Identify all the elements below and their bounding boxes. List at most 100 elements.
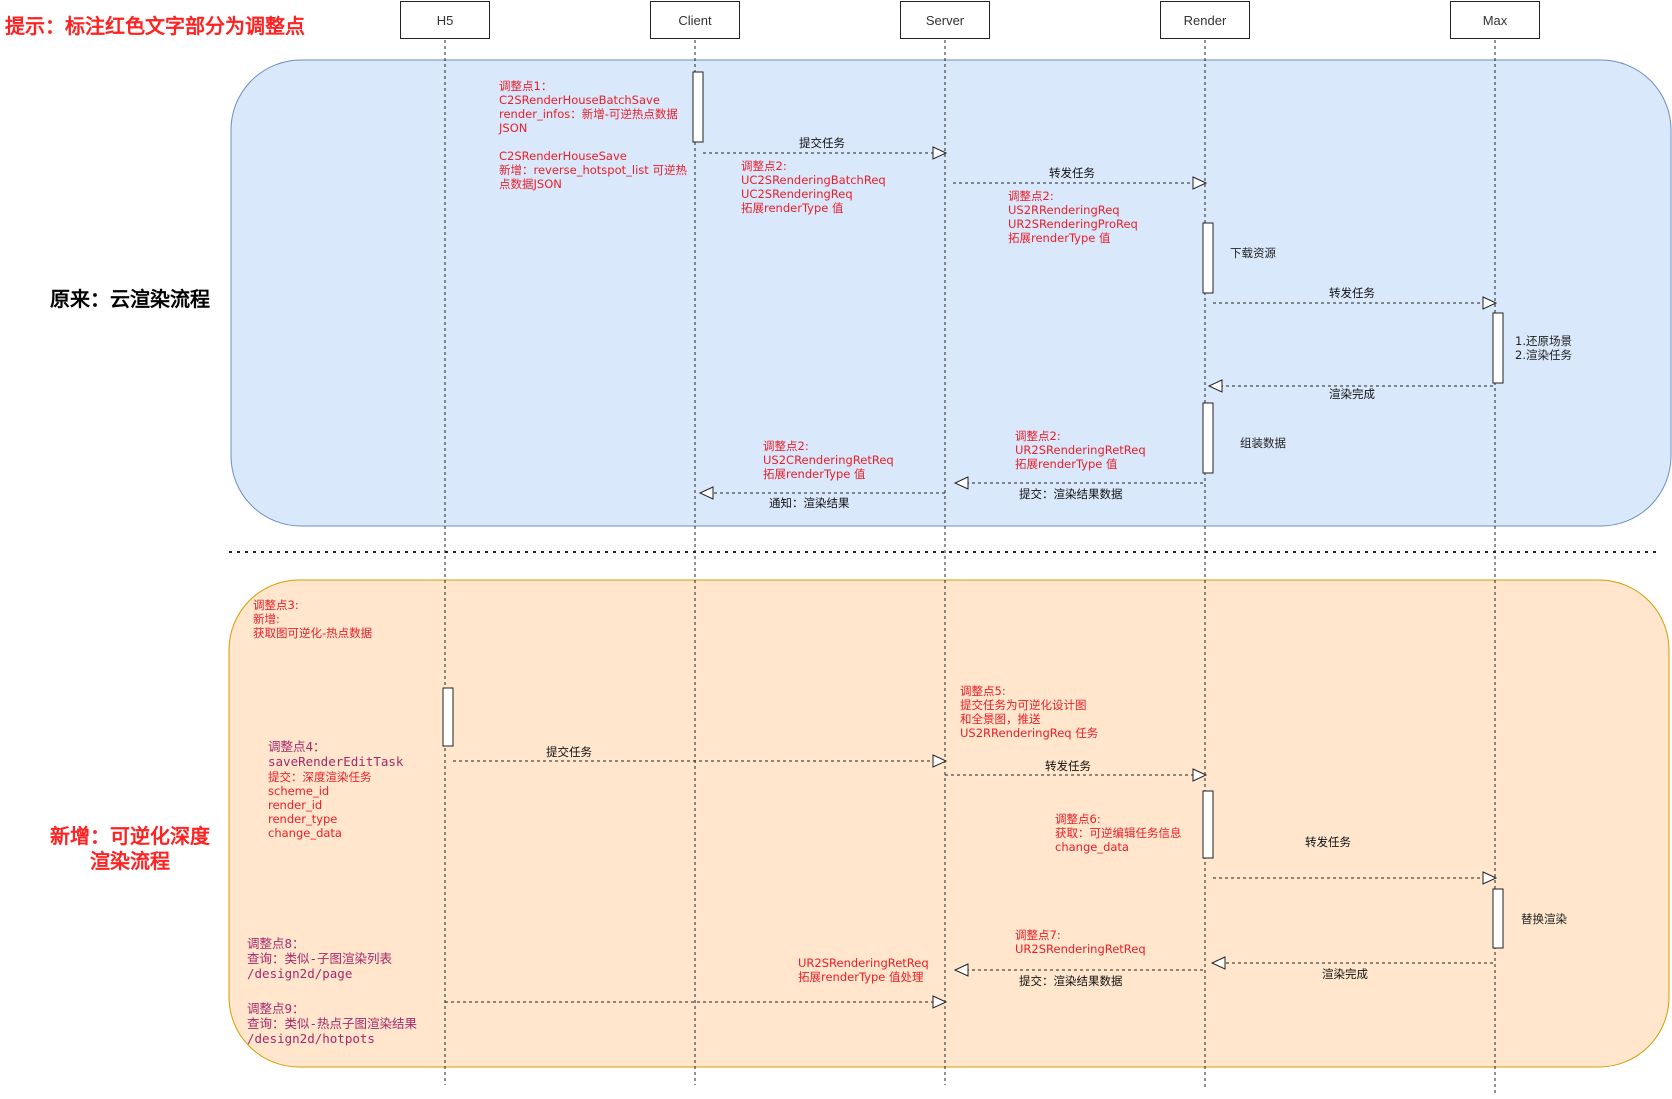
arrowhead-m9 bbox=[1482, 871, 1498, 885]
note-line: render_infos：新增-可逆热点数据 bbox=[499, 107, 678, 121]
message-label-submit-task: 提交任务 bbox=[799, 136, 845, 150]
activation-h5 bbox=[442, 687, 454, 747]
actor-server: Server bbox=[900, 1, 990, 39]
note-line: 拓展renderType 值处理 bbox=[798, 970, 924, 984]
note-line: render_type bbox=[268, 812, 338, 826]
note-line: US2RRenderingReq bbox=[1008, 203, 1120, 217]
note-assemble: 组装数据 bbox=[1240, 436, 1286, 450]
note-line: 调整点2: bbox=[1008, 189, 1054, 203]
message-label-h5-submit: 提交任务 bbox=[546, 745, 592, 759]
note-line: JSON bbox=[499, 121, 528, 135]
new-flow-area bbox=[228, 579, 1670, 1068]
message-label-render-done: 渲染完成 bbox=[1329, 387, 1375, 401]
activation-render-edit bbox=[1202, 790, 1214, 859]
arrowhead-m3 bbox=[1482, 296, 1498, 310]
note-line: 调整点2: bbox=[763, 439, 809, 453]
note-adjust-3: 调整点3: 新增: 获取图可逆化-热点数据 bbox=[253, 598, 372, 640]
section-label-new-line2: 渲染流程 bbox=[90, 849, 170, 873]
note-line: UR2SRenderingProReq bbox=[1008, 217, 1138, 231]
message-label-forward-render: 转发任务 bbox=[1049, 166, 1095, 180]
note-adjust-7: 调整点7: UR2SRenderingRetReq bbox=[1015, 928, 1146, 956]
note-line: 调整点1： bbox=[499, 79, 553, 93]
note-line: 调整点2: bbox=[741, 159, 787, 173]
actor-client: Client bbox=[650, 1, 740, 39]
note-adjust-2-client: 调整点2: UC2SRenderingBatchReq UC2SRenderin… bbox=[741, 159, 886, 215]
section-label-new-line1: 新增：可逆化深度 bbox=[50, 824, 210, 848]
note-line: scheme_id bbox=[268, 784, 330, 798]
note-adjust-7-client: UR2SRenderingRetReq 拓展renderType 值处理 bbox=[798, 956, 929, 984]
section-label-original: 原来：云渲染流程 bbox=[50, 287, 210, 311]
note-line: change_data bbox=[1055, 840, 1129, 854]
note-line: 点数据JSON bbox=[499, 177, 562, 191]
note-line: UR2SRenderingRetReq bbox=[1015, 942, 1146, 956]
message-label-forward-max-new: 转发任务 bbox=[1305, 835, 1351, 849]
activation-render-download bbox=[1202, 222, 1214, 294]
note-line: 调整点8： bbox=[247, 936, 305, 951]
note-line: US2RRenderingReq 任务 bbox=[960, 726, 1099, 740]
note-line: UR2SRenderingRetReq bbox=[1015, 443, 1146, 457]
note-line: 调整点4： bbox=[268, 739, 326, 754]
actor-render: Render bbox=[1160, 1, 1250, 39]
note-line: 调整点2: bbox=[1015, 429, 1061, 443]
note-adjust-1: 调整点1： C2SRenderHouseBatchSave render_inf… bbox=[499, 79, 687, 191]
activation-max-render bbox=[1492, 312, 1504, 384]
arrowhead-m5 bbox=[698, 486, 714, 500]
note-adjust-4-params: 提交：深度渲染任务 scheme_id render_id render_typ… bbox=[268, 770, 372, 840]
note-line: render_id bbox=[268, 798, 323, 812]
note-line: 调整点5: bbox=[960, 684, 1006, 698]
arrowhead-m2 bbox=[1192, 176, 1208, 190]
message-label-notify-result: 通知：渲染结果 bbox=[769, 496, 850, 510]
note-download: 下载资源 bbox=[1230, 246, 1276, 260]
message-label-forward-render-new: 转发任务 bbox=[1045, 759, 1091, 773]
note-line: US2CRenderingRetReq bbox=[763, 453, 894, 467]
note-line: /design2d/hotpots bbox=[247, 1031, 375, 1046]
note-adjust-6: 调整点6: 获取：可逆编辑任务信息 change_data bbox=[1055, 812, 1182, 854]
note-line: 调整点7: bbox=[1015, 928, 1061, 942]
note-line: 提交任务为可逆化设计图 bbox=[960, 698, 1087, 712]
note-line: UC2SRenderingBatchReq bbox=[741, 173, 886, 187]
hint-text: 提示：标注红色文字部分为调整点 bbox=[5, 14, 305, 38]
arrowhead-m7 bbox=[932, 754, 948, 768]
note-line: 拓展renderType 值 bbox=[763, 467, 866, 481]
note-line: /design2d/page bbox=[247, 966, 353, 981]
note-line: 新增：reverse_hotspot_list 可逆热 bbox=[499, 163, 687, 177]
note-line: 调整点3: bbox=[253, 598, 299, 612]
arrowhead-m6 bbox=[953, 476, 969, 490]
note-adjust-9: 调整点9： 查询：类似-热点子图渲染结果 /design2d/hotpots bbox=[247, 1001, 417, 1046]
activation-client bbox=[692, 71, 704, 143]
note-line: UC2SRenderingReq bbox=[741, 187, 853, 201]
message-label-submit-result: 提交：渲染结果数据 bbox=[1019, 487, 1123, 501]
note-line: 2.渲染任务 bbox=[1515, 348, 1572, 362]
note-adjust-5: 调整点5: 提交任务为可逆化设计图 和全景图，推送 US2RRenderingR… bbox=[960, 684, 1098, 740]
note-line: 拓展renderType 值 bbox=[1015, 457, 1118, 471]
arrowhead-m4 bbox=[1207, 379, 1223, 393]
arrowhead-m1 bbox=[932, 146, 948, 160]
note-line: UR2SRenderingRetReq bbox=[798, 956, 929, 970]
actor-max: Max bbox=[1450, 1, 1540, 39]
note-adjust-2-result: 调整点2: UR2SRenderingRetReq 拓展renderType 值 bbox=[1015, 429, 1146, 471]
note-line: 调整点6: bbox=[1055, 812, 1101, 826]
arrowhead-m10 bbox=[1210, 956, 1226, 970]
original-flow-area bbox=[230, 59, 1672, 527]
note-line: 获取：可逆编辑任务信息 bbox=[1055, 826, 1182, 840]
note-line: 查询：类似-热点子图渲染结果 bbox=[247, 1016, 418, 1031]
note-line: 获取图可逆化-热点数据 bbox=[253, 626, 373, 640]
note-adjust-8: 调整点8： 查询：类似-子图渲染列表 /design2d/page bbox=[247, 936, 392, 981]
note-line: 提交：深度渲染任务 bbox=[268, 770, 372, 784]
message-label-render-done-new: 渲染完成 bbox=[1322, 967, 1368, 981]
note-adjust-2-server: 调整点2: US2RRenderingReq UR2SRenderingProR… bbox=[1008, 189, 1138, 245]
note-line: 调整点9： bbox=[247, 1001, 305, 1016]
note-line: 和全景图，推送 bbox=[960, 712, 1041, 726]
message-label-forward-max: 转发任务 bbox=[1329, 286, 1375, 300]
note-line: C2SRenderHouseSave bbox=[499, 149, 627, 163]
arrowhead-m12 bbox=[932, 995, 948, 1009]
note-restore: 1.还原场景 2.渲染任务 bbox=[1515, 334, 1572, 362]
note-line: 拓展renderType 值 bbox=[741, 201, 844, 215]
message-label-submit-result-new: 提交：渲染结果数据 bbox=[1019, 974, 1123, 988]
note-adjust-2-notify: 调整点2: US2CRenderingRetReq 拓展renderType 值 bbox=[763, 439, 894, 481]
note-line: saveRenderEditTask bbox=[268, 754, 404, 769]
note-adjust-4: 调整点4： saveRenderEditTask bbox=[268, 739, 403, 769]
note-line: change_data bbox=[268, 826, 342, 840]
